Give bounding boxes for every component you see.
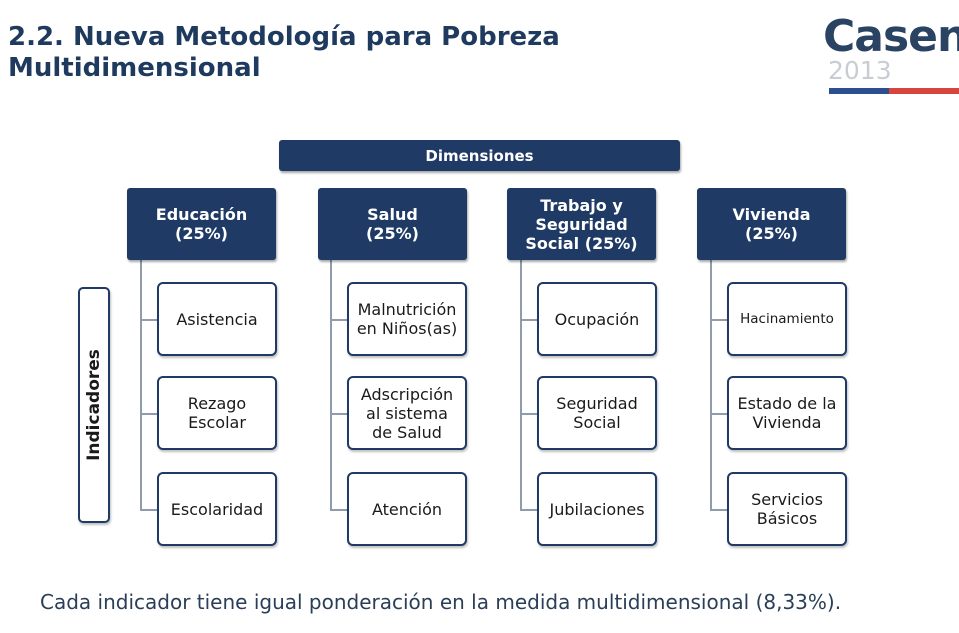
- dimension-label-line: Seguridad: [535, 214, 628, 234]
- connector-horizontal: [710, 509, 728, 511]
- indicator-label-line: en Niños(as): [356, 319, 458, 338]
- indicator-malnutricion: Malnutrición en Niños(as): [347, 282, 467, 356]
- dimension-trabajo: Trabajo y Seguridad Social (25%): [507, 188, 656, 260]
- slide-title: 2.2. Nueva Metodología para Pobreza Mult…: [8, 22, 708, 84]
- connector-horizontal: [520, 319, 538, 321]
- indicator-jubilaciones: Jubilaciones: [537, 472, 657, 546]
- indicator-label-line: Escolaridad: [170, 499, 264, 519]
- connector-vertical: [710, 260, 712, 511]
- indicator-label-line: Hacinamiento: [740, 310, 834, 327]
- indicator-adscripcion: Adscripción al sistema de Salud: [347, 376, 467, 450]
- connector-horizontal: [330, 413, 348, 415]
- dimension-label-line: Salud: [367, 205, 418, 224]
- indicator-escolaridad: Escolaridad: [157, 472, 277, 546]
- connector-horizontal: [330, 319, 348, 321]
- indicator-label-line: Seguridad: [556, 394, 638, 413]
- logo-word: Casen: [823, 11, 959, 62]
- logo-year: 2013: [828, 56, 892, 85]
- connector-horizontal: [520, 413, 538, 415]
- dimension-label-line: (25%): [366, 224, 419, 243]
- connector-vertical: [520, 260, 522, 511]
- indicator-label-line: Escolar: [188, 413, 246, 432]
- indicator-label-line: Jubilaciones: [549, 499, 645, 519]
- slide-title-line-1: 2.2. Nueva Metodología para Pobreza: [8, 22, 560, 52]
- indicator-label-line: Asistencia: [176, 309, 258, 329]
- connector-horizontal: [710, 413, 728, 415]
- connector-horizontal: [140, 319, 158, 321]
- indicator-label-line: Rezago: [187, 394, 247, 413]
- dimension-label-line: Trabajo y: [540, 195, 623, 215]
- connector-horizontal: [520, 509, 538, 511]
- dimension-label-line: Social (25%): [525, 233, 638, 253]
- footer-note: Cada indicador tiene igual ponderación e…: [40, 590, 842, 614]
- indicator-label-line: Ocupación: [554, 309, 640, 329]
- casen-logo: Casen 2013: [823, 12, 959, 98]
- connector-horizontal: [140, 509, 158, 511]
- indicator-atencion: Atención: [347, 472, 467, 546]
- indicator-label-line: Malnutrición: [357, 300, 457, 319]
- logo-bar-blue: [829, 88, 889, 94]
- indicator-seguridad-social: Seguridad Social: [537, 376, 657, 450]
- connector-vertical: [140, 260, 142, 511]
- dimension-label-line: (25%): [175, 224, 228, 243]
- dimensions-header: Dimensiones: [279, 140, 680, 171]
- dimension-educacion: Educación (25%): [127, 188, 276, 260]
- indicator-rezago-escolar: Rezago Escolar: [157, 376, 277, 450]
- indicators-label-box: Indicadores: [78, 287, 110, 523]
- indicator-hacinamiento: Hacinamiento: [727, 282, 847, 356]
- connector-vertical: [330, 260, 332, 511]
- connector-horizontal: [140, 413, 158, 415]
- connector-horizontal: [330, 509, 348, 511]
- dimension-label-line: Educación: [155, 205, 248, 224]
- dimension-label-line: Vivienda: [732, 205, 811, 224]
- indicators-label: Indicadores: [84, 349, 104, 461]
- indicator-label-line: Servicios: [751, 490, 823, 509]
- dimension-label-line: (25%): [745, 224, 798, 243]
- indicator-label-line: Básicos: [756, 509, 818, 528]
- indicator-label-line: Estado de la: [737, 394, 837, 413]
- indicator-label-line: Social: [573, 413, 621, 432]
- indicator-label-line: al sistema: [366, 403, 448, 423]
- slide-title-line-2: Multidimensional: [8, 53, 261, 83]
- indicator-ocupacion: Ocupación: [537, 282, 657, 356]
- indicator-label-line: Vivienda: [752, 413, 822, 432]
- connector-horizontal: [710, 319, 728, 321]
- indicator-label-line: Adscripción: [360, 384, 454, 404]
- dimension-vivienda: Vivienda (25%): [697, 188, 846, 260]
- logo-bar-red: [889, 88, 959, 94]
- indicator-label-line: de Salud: [372, 422, 442, 442]
- indicator-servicios-basicos: Servicios Básicos: [727, 472, 847, 546]
- indicator-asistencia: Asistencia: [157, 282, 277, 356]
- indicator-label-line: Atención: [371, 499, 443, 519]
- indicator-estado-vivienda: Estado de la Vivienda: [727, 376, 847, 450]
- dimension-salud: Salud (25%): [318, 188, 467, 260]
